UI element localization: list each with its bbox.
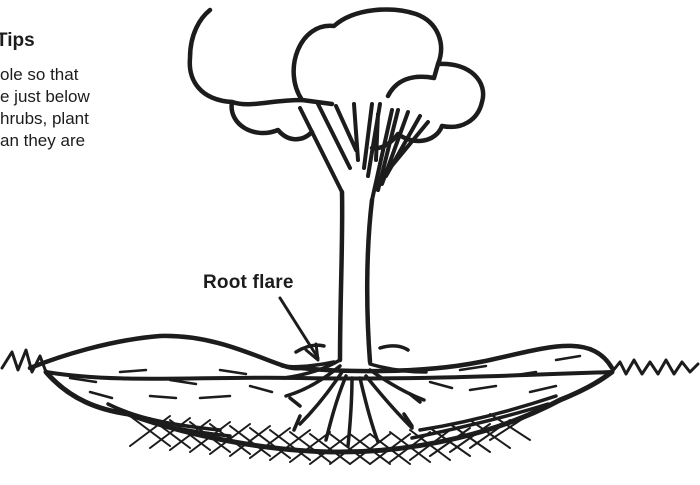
- tree-roots: [282, 345, 426, 446]
- tree-trunk: [340, 192, 372, 362]
- grass-right: [612, 360, 698, 374]
- tree-branches: [300, 104, 428, 200]
- root-flare-label: Root flare: [203, 272, 294, 294]
- grass-left: [2, 350, 46, 372]
